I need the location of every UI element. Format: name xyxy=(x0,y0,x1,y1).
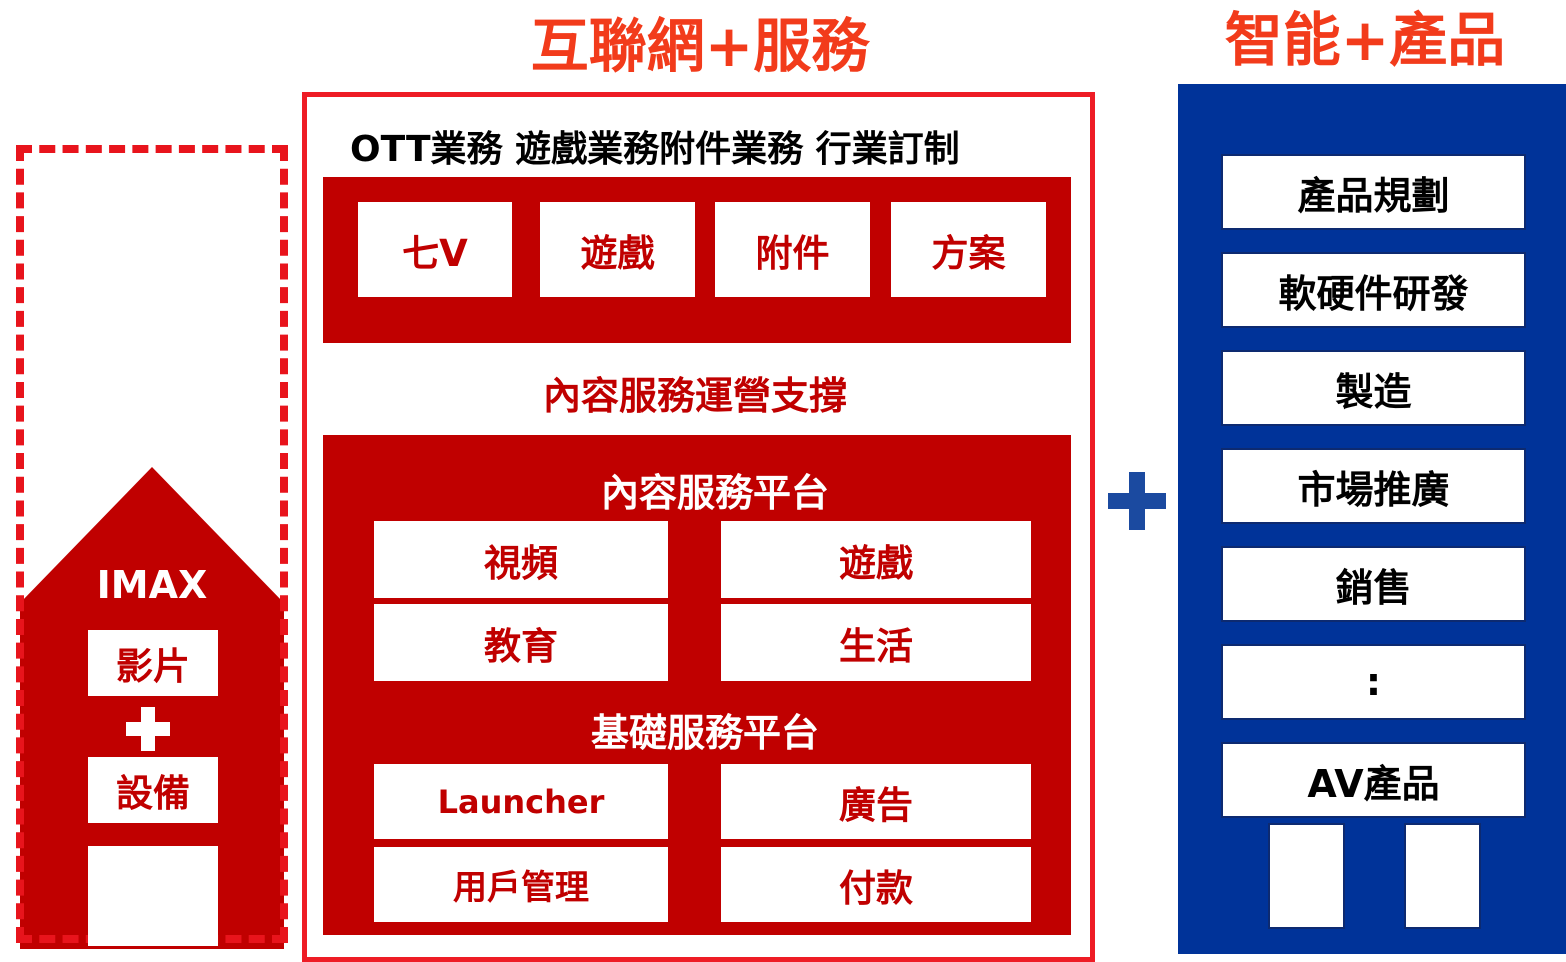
smart-products-heading: 智能+產品 xyxy=(1224,6,1506,74)
imax-door xyxy=(88,846,218,946)
right-item-ellipsis: : xyxy=(1221,644,1526,720)
right-building-leg-left xyxy=(1268,823,1345,929)
content-item-lifestyle: 生活 xyxy=(721,604,1031,681)
plus-icon-vertical xyxy=(1129,472,1145,530)
base-platform-title: 基礎服務平台 xyxy=(590,710,819,755)
base-item-launcher: Launcher xyxy=(374,764,668,839)
right-item-marketing: 市場推廣 xyxy=(1221,448,1526,524)
base-item-payment: 付款 xyxy=(721,847,1031,922)
business-line-text: OTT業務 遊戲業務附件業務 行業訂制 xyxy=(350,129,960,170)
imax-dashed-frame xyxy=(16,145,288,943)
right-item-sales: 銷售 xyxy=(1221,546,1526,622)
content-platform-title: 內容服務平台 xyxy=(600,470,829,515)
imax-plus-icon-vertical xyxy=(141,707,155,751)
content-item-video: 視頻 xyxy=(374,521,668,598)
ops-support-label: 內容服務運營支撐 xyxy=(542,373,847,418)
imax-label: IMAX xyxy=(96,563,208,607)
base-item-ads: 廣告 xyxy=(721,764,1031,839)
content-item-education: 教育 xyxy=(374,604,668,681)
imax-equipment-box: 設備 xyxy=(88,757,218,823)
right-item-manufacturing: 製造 xyxy=(1221,350,1526,426)
content-item-games: 遊戲 xyxy=(721,521,1031,598)
top-item-games: 遊戲 xyxy=(540,202,695,297)
right-item-product-planning: 產品規劃 xyxy=(1221,154,1526,230)
base-item-user-management: 用戶管理 xyxy=(374,847,668,922)
top-item-solutions: 方案 xyxy=(891,202,1046,297)
internet-services-heading: 互聯網+服務 xyxy=(530,12,870,80)
imax-film-box: 影片 xyxy=(88,630,218,696)
imax-house-roof xyxy=(20,467,284,603)
top-item-accessories: 附件 xyxy=(715,202,870,297)
top-item-7v: 七V xyxy=(358,202,512,297)
right-building-leg-right xyxy=(1404,823,1481,929)
right-item-av-products: AV產品 xyxy=(1221,742,1526,818)
right-item-rd: 軟硬件研發 xyxy=(1221,252,1526,328)
